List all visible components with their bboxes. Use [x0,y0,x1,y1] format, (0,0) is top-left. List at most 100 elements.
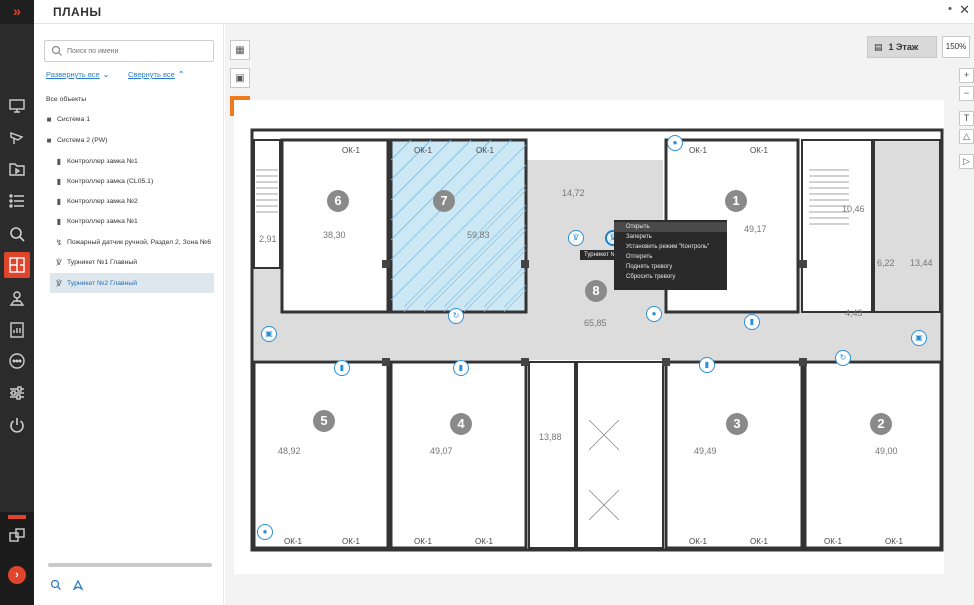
collapse-all-link[interactable]: Свернуть все⌃ [128,70,185,79]
area-label: 14,72 [562,188,585,198]
stairs-right [801,139,873,313]
room-number-badge: 4 [450,413,472,435]
more-icon[interactable] [7,351,27,371]
area-label: 13,44 [910,258,933,268]
zoom-level[interactable]: 150% [942,36,970,58]
search-icon[interactable] [50,579,62,591]
lock-device-icon[interactable]: ▮ [744,314,760,330]
video-folder-icon[interactable] [7,159,27,179]
window-label: ОК-1 [824,537,842,546]
floor-plan-drawing [250,128,944,552]
window-label: ОК-1 [885,537,903,546]
text-tool-icon[interactable]: T [959,111,974,126]
rail-lower-section [0,512,34,605]
rail-collapse-handle[interactable] [8,515,26,519]
search-input[interactable] [67,43,207,59]
menu-item-unlock[interactable]: Отпереть [626,254,653,260]
zoom-in-icon[interactable]: + [959,68,974,83]
room-number-badge: 8 [585,280,607,302]
window-label: ОК-1 [750,537,768,546]
reports-icon[interactable] [7,320,27,340]
map-pin-icon[interactable] [7,288,27,308]
lock-controller-icon: ▮ [56,176,62,186]
device-sensor-icon[interactable]: ● [667,135,683,151]
windows-layout-icon[interactable] [7,526,27,546]
shape-tool-icon[interactable]: △ [959,129,974,144]
tree-footer [50,579,84,591]
plan-list-icon[interactable]: ▦ [230,40,250,60]
floor-plan: 6 38,30 7 59,83 1 49,17 8 65,85 5 48,92 … [234,100,944,574]
tree-item[interactable]: ℣Турникет №1 Главный [54,255,137,269]
lock-device-icon[interactable]: ▮ [334,360,350,376]
camera-device-icon[interactable]: ▣ [261,326,277,342]
room-area: 49,17 [744,224,767,234]
tree-item[interactable]: ▮Контроллер замка (CL05.1) [54,174,153,188]
menu-item-control-mode[interactable]: Установить режим "Контроль" [626,244,710,250]
tree-item[interactable]: ▮Контроллер замка №1 [54,154,138,168]
tree-item[interactable]: ↯Пожарный датчик ручной, Раздел 2, Зона … [55,237,211,247]
object-tree-panel: Развернуть все⌄ Свернуть все⌃ Все объект… [34,24,224,605]
room-3 [664,360,804,550]
menu-item-raise-alarm[interactable]: Поднять тревогу [626,264,673,270]
search-icon[interactable] [7,224,27,244]
room-6 [280,138,390,314]
floor-plans-icon[interactable] [4,252,30,278]
window-label: ОК-1 [342,146,360,155]
room-area: 38,30 [323,230,346,240]
lock-device-icon[interactable]: ▮ [453,360,469,376]
folder-icon: ■ [46,135,52,145]
elevator-crosses [588,419,620,521]
area-label: 6,22 [877,258,895,268]
notification-badge-icon[interactable]: › [8,566,26,584]
turnstile-icon: ℣ [56,257,62,267]
lock-controller-icon: ▮ [56,216,62,226]
stair-steps-left [256,169,278,213]
device-sensor-icon[interactable]: ● [257,524,273,540]
expand-all-link[interactable]: Развернуть все⌄ [46,70,110,79]
power-icon[interactable] [7,415,27,435]
tree-item[interactable]: ▮Контроллер замка №2 [54,194,138,208]
locate-object-icon[interactable] [72,579,84,591]
play-icon[interactable]: ▷ [959,154,974,169]
lock-controller-icon: ▮ [56,156,62,166]
menu-item-open[interactable]: Открыть [614,222,727,232]
horizontal-scrollbar[interactable] [48,563,212,567]
tree-item[interactable]: ■Система 1 [44,112,90,126]
tree-item-selected[interactable]: ℣Турникет №2 Главный [50,273,214,293]
panel-header: ПЛАНЫ • ✕ [34,0,974,24]
room-7 [389,138,528,314]
context-menu: Открыть Запереть Установить режим "Контр… [614,220,727,290]
event-list-icon[interactable] [7,191,27,211]
door-device-icon[interactable]: ↻ [448,308,464,324]
zoom-out-icon[interactable]: − [959,86,974,101]
pin-icon[interactable]: • [948,3,952,15]
menu-item-reset-alarm[interactable]: Сбросить тревогу [626,274,676,280]
door-device-icon[interactable]: ↻ [835,350,851,366]
tree-item[interactable]: ▮Контроллер замка №1 [54,214,138,228]
turnstile-device-icon[interactable]: ℣ [568,230,584,246]
area-label: 4,43 [845,308,863,318]
tree-root[interactable]: Все объекты [46,95,87,103]
room-area: 48,92 [278,446,301,456]
expand-rail-icon[interactable]: » [0,0,34,24]
monitor-icon[interactable] [7,96,27,116]
close-icon[interactable]: ✕ [959,2,970,17]
video-camera-icon[interactable]: ▣ [230,68,250,88]
room-number-badge: 5 [313,410,335,432]
menu-item-lock[interactable]: Запереть [626,234,652,240]
room-5 [252,360,390,550]
camera-icon[interactable] [7,128,27,148]
search-box [44,40,214,62]
chevron-down-icon: ⌄ [102,70,110,79]
settings-sliders-icon[interactable] [7,383,27,403]
room-number-badge: 1 [725,190,747,212]
room-number-badge: 7 [433,190,455,212]
fire-sensor-device-icon[interactable]: ● [646,306,662,322]
lock-device-icon[interactable]: ▮ [699,357,715,373]
tree-item[interactable]: ■Система 2 (PW) [44,133,108,147]
floor-selector[interactable]: ▤ 1 Этаж [867,36,937,58]
tree-expand-controls: Развернуть все⌄ Свернуть все⌃ [46,70,185,79]
room-area: 49,49 [694,446,717,456]
camera-device-icon[interactable]: ▣ [911,330,927,346]
